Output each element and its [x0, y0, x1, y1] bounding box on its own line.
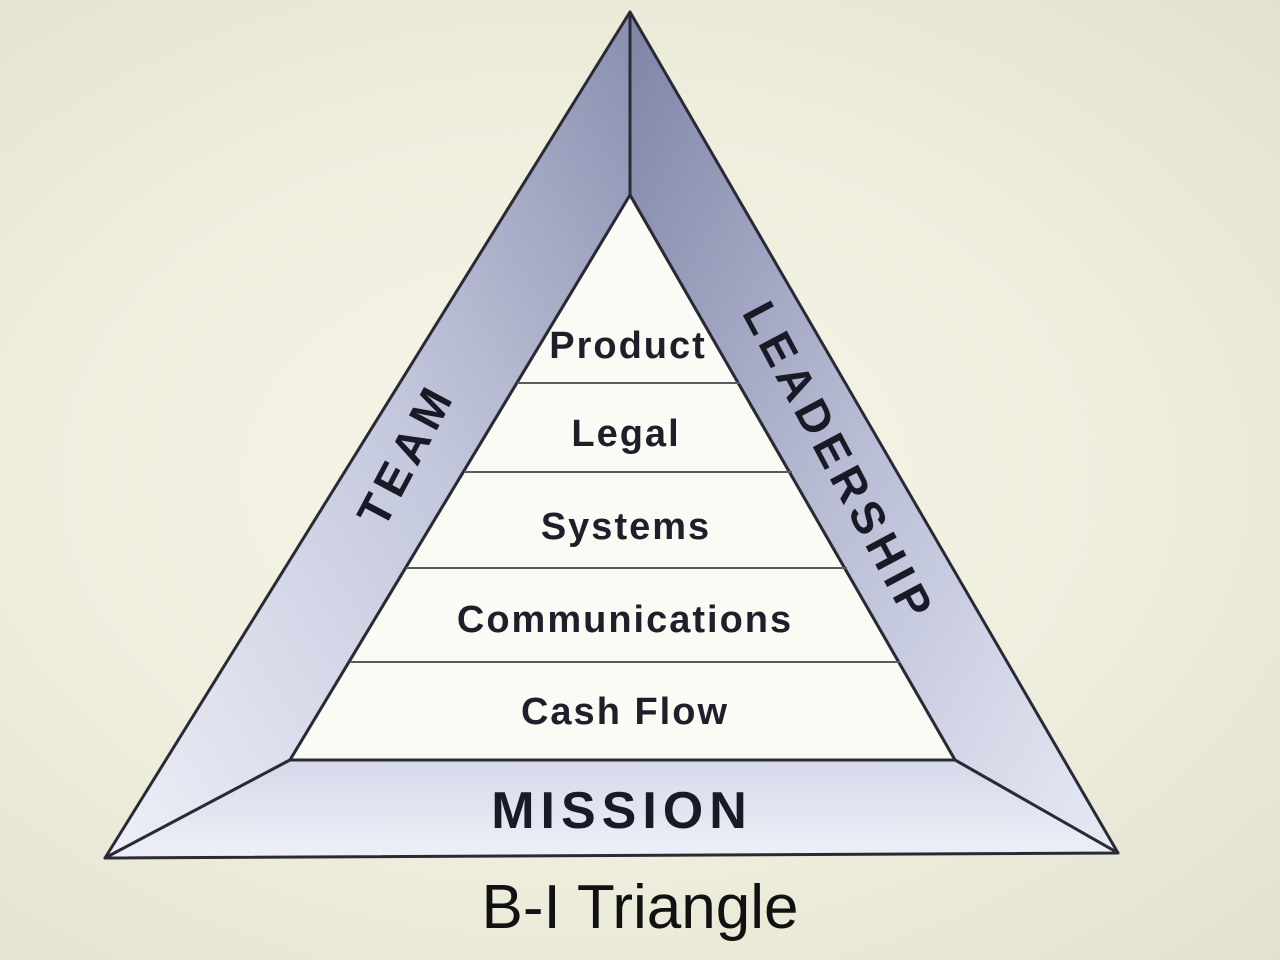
- caption: B-I Triangle: [481, 873, 799, 942]
- layer-label-systems: Systems: [541, 506, 711, 548]
- layer-label-product: Product: [549, 325, 707, 367]
- layer-label-legal: Legal: [571, 413, 680, 455]
- mission-label: MISSION: [491, 782, 753, 840]
- layer-label-communications: Communications: [457, 599, 793, 641]
- inner-triangle: [288, 193, 957, 762]
- layer-label-cash-flow: Cash Flow: [521, 691, 729, 733]
